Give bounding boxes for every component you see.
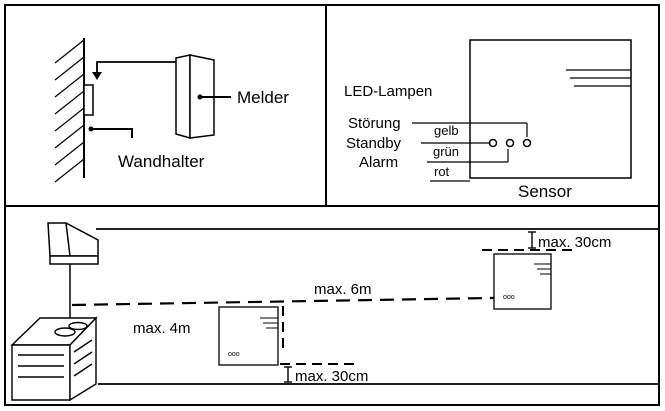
- led-dot: [488, 138, 498, 148]
- spacing-dashed-line: [71, 295, 553, 307]
- panel-wall-mount: Melder Wandhalter: [54, 38, 289, 183]
- kitchen-stove: [10, 316, 98, 402]
- sensor-lines: [566, 69, 631, 87]
- mount-arrow-line: [96, 61, 176, 74]
- led-title: LED-Lampen: [344, 83, 432, 100]
- wall-holder: [83, 84, 94, 116]
- led-indicators: [488, 138, 532, 148]
- led-dot: [522, 138, 532, 148]
- wall-distance-label: max. 4m: [133, 320, 191, 337]
- led-dot: [505, 138, 515, 148]
- room-sensor-left-lines: [260, 317, 278, 329]
- top-gap-arrow: [528, 231, 536, 249]
- sensor-label: Sensor: [518, 182, 572, 201]
- led-leader-lines: [412, 122, 528, 182]
- kitchen-hood: [47, 222, 99, 318]
- detector-label: Melder: [237, 88, 289, 107]
- horizontal-spacing-label: max. 6m: [314, 281, 372, 298]
- bottom-gap-arrow: [284, 366, 292, 383]
- room-sensor-right: [493, 253, 552, 310]
- room-sensor-left: [218, 306, 279, 366]
- led-row-color: rot: [434, 164, 450, 179]
- panel-led-lamps: LED-Lampen Störung Standby Alarm gelb gr…: [344, 39, 632, 201]
- holder-label: Wandhalter: [118, 152, 205, 171]
- bottom-gap-label: max. 30cm: [295, 368, 368, 385]
- wall-hatching: [54, 39, 85, 183]
- room-sensor-right-leds: ooo: [503, 294, 515, 301]
- led-row-name: Standby: [346, 135, 402, 152]
- mount-arrow-head: [92, 72, 102, 80]
- room-sensor-left-leds: ooo: [228, 351, 240, 358]
- top-gap-label: max. 30cm: [538, 234, 611, 251]
- sensor-box: [469, 39, 632, 179]
- holder-callout-line: [91, 128, 133, 138]
- room-sensor-right-lines: [534, 263, 551, 275]
- led-row-color: grün: [433, 144, 459, 159]
- panel-room: ooo max. 30cm max. 6m ooo max. 4m max. 3…: [10, 222, 659, 402]
- led-row-name: Störung: [348, 115, 401, 132]
- led-row-color: gelb: [434, 123, 459, 138]
- led-row-name: Alarm: [359, 154, 398, 171]
